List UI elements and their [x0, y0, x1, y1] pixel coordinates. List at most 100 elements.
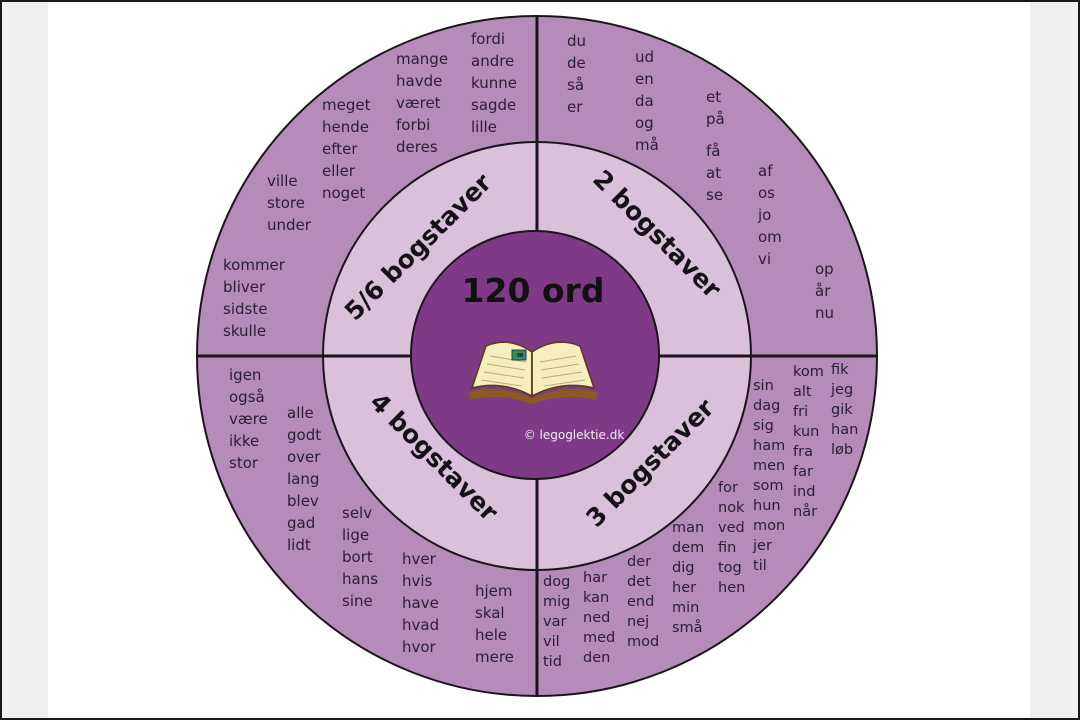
- word-item: eller: [322, 162, 355, 180]
- word-item: ned: [583, 610, 611, 626]
- word-item: var: [543, 614, 567, 630]
- word-item: for: [718, 480, 738, 496]
- word-item: kun: [793, 424, 820, 440]
- word-item: alt: [793, 384, 812, 400]
- word-item: lille: [471, 118, 497, 136]
- word-item: skal: [475, 604, 505, 622]
- word-item: mod: [627, 634, 660, 650]
- word-item: så: [567, 76, 585, 94]
- word-item: de: [567, 54, 586, 72]
- word-column: ville store under: [267, 170, 311, 236]
- word-item: og: [635, 114, 654, 132]
- word-item: der: [627, 554, 652, 570]
- word-item: du: [567, 32, 587, 50]
- word-item: lang: [287, 470, 320, 488]
- word-item: været: [396, 94, 441, 112]
- word-item: min: [672, 600, 700, 616]
- word-item: tog: [718, 560, 742, 576]
- word-item: lige: [342, 526, 370, 544]
- word-item: her: [672, 580, 697, 596]
- word-item: hans: [342, 570, 379, 588]
- word-item: hen: [718, 580, 746, 596]
- word-item: fri: [793, 404, 809, 420]
- word-item: efter: [322, 140, 358, 158]
- word-item: en: [635, 70, 654, 88]
- word-item: være: [229, 410, 268, 428]
- word-item: ville: [267, 172, 298, 190]
- word-item: på: [706, 110, 725, 128]
- word-item: kunne: [471, 74, 517, 92]
- word-item: må: [635, 136, 659, 154]
- word-item: have: [402, 594, 439, 612]
- word-item: vil: [543, 634, 560, 650]
- word-item: se: [706, 186, 724, 204]
- word-item: sidste: [223, 300, 268, 318]
- word-column: et på: [706, 86, 725, 130]
- word-item: små: [672, 620, 703, 636]
- word-item: hvad: [402, 616, 440, 634]
- word-item: bliver: [223, 278, 266, 296]
- word-item: igen: [229, 366, 262, 384]
- word-item: dem: [672, 540, 705, 556]
- word-item: år: [815, 282, 831, 300]
- word-item: op: [815, 260, 834, 278]
- word-item: bort: [342, 548, 373, 566]
- word-item: forbi: [396, 116, 431, 134]
- word-item: jer: [753, 538, 772, 554]
- center-title: 120 ord: [462, 271, 605, 310]
- word-item: mere: [475, 648, 514, 666]
- word-item: ved: [718, 520, 745, 536]
- word-item: tid: [543, 654, 562, 670]
- word-item: under: [267, 216, 311, 234]
- word-item: ikke: [229, 432, 260, 450]
- word-item: ham: [753, 438, 786, 454]
- right-margin-panel: [1030, 2, 1078, 718]
- word-item: dog: [543, 574, 571, 590]
- word-item: ind: [793, 484, 816, 500]
- word-item: et: [706, 88, 722, 106]
- word-item: kan: [583, 590, 610, 606]
- word-column: hjem skal hele mere: [475, 580, 514, 668]
- word-item: store: [267, 194, 305, 212]
- word-item: løb: [831, 442, 854, 458]
- word-item: hende: [322, 118, 369, 136]
- word-item: sine: [342, 592, 373, 610]
- word-item: til: [753, 558, 767, 574]
- word-item: hjem: [475, 582, 513, 600]
- word-item: man: [672, 520, 705, 536]
- word-item: selv: [342, 504, 373, 522]
- word-item: hun: [753, 498, 781, 514]
- word-item: hele: [475, 626, 508, 644]
- open-book-icon: [468, 341, 598, 404]
- word-item: over: [287, 448, 321, 466]
- word-item: som: [753, 478, 784, 494]
- word-item: fordi: [471, 30, 506, 48]
- word-item: end: [627, 594, 655, 610]
- word-item: skulle: [223, 322, 267, 340]
- word-item: lidt: [287, 536, 311, 554]
- word-item: mig: [543, 594, 571, 610]
- left-margin-panel: [2, 2, 48, 718]
- word-item: sin: [753, 378, 774, 394]
- word-item: også: [229, 388, 265, 406]
- word-item: dag: [753, 398, 781, 414]
- word-column: selv lige bort hans sine: [342, 502, 378, 612]
- word-item: fin: [718, 540, 737, 556]
